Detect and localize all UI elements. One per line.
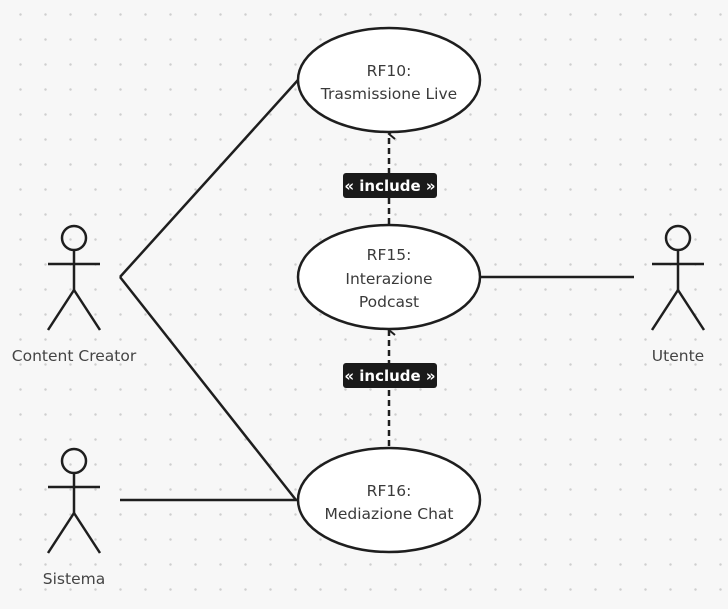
include-label-bottom-text: « include » bbox=[344, 367, 435, 385]
stick-figure-icon bbox=[46, 447, 102, 554]
stick-figure-icon bbox=[650, 224, 706, 331]
include-label-top-text: « include » bbox=[344, 177, 435, 195]
actor-sistema-label: Sistema bbox=[43, 570, 105, 588]
include-label-bottom: « include » bbox=[343, 363, 437, 388]
use-case-rf15[interactable]: RF15: Interazione Podcast bbox=[296, 223, 482, 331]
association-creator-rf10 bbox=[119, 79, 299, 278]
use-case-rf16-id: RF16: bbox=[367, 482, 412, 500]
actor-utente[interactable]: Utente bbox=[650, 224, 706, 365]
use-case-rf10[interactable]: RF10: Trasmissione Live bbox=[296, 26, 482, 134]
include-label-top: « include » bbox=[343, 173, 437, 198]
association-creator-rf16 bbox=[119, 276, 297, 501]
use-case-rf10-name: Trasmissione Live bbox=[320, 85, 457, 103]
use-case-rf16-name: Mediazione Chat bbox=[325, 505, 454, 523]
use-case-rf15-id: RF15: bbox=[367, 246, 412, 264]
stick-figure-icon bbox=[46, 224, 102, 331]
actor-content-creator[interactable]: Content Creator bbox=[12, 224, 137, 365]
actor-utente-label: Utente bbox=[652, 347, 704, 365]
use-case-rf10-id: RF10: bbox=[367, 62, 412, 80]
use-case-rf15-name-line2: Podcast bbox=[359, 293, 419, 311]
actor-sistema[interactable]: Sistema bbox=[43, 447, 105, 588]
use-case-rf16[interactable]: RF16: Mediazione Chat bbox=[296, 446, 482, 554]
use-case-rf15-name-line1: Interazione bbox=[345, 270, 432, 288]
actor-content-creator-label: Content Creator bbox=[12, 347, 137, 365]
